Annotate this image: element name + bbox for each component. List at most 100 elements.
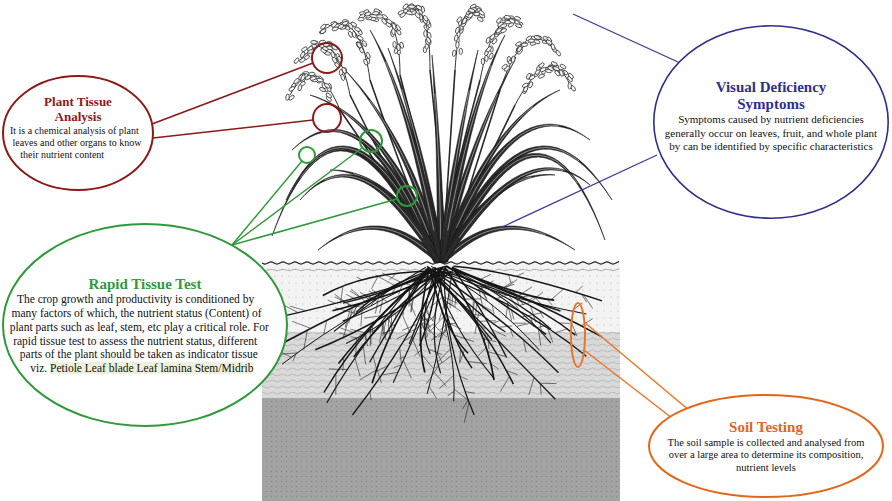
spacer: [2, 75, 154, 95]
rootlet: [516, 273, 524, 277]
rootlet: [468, 313, 481, 315]
rice-grain: [486, 46, 493, 53]
rootlet: [523, 340, 526, 353]
rice-grain: [555, 49, 561, 56]
rice-grain: [340, 74, 345, 81]
rootlet: [476, 304, 477, 316]
panicle-axis: [480, 21, 520, 80]
spacer: [2, 223, 288, 276]
rootlet: [394, 365, 402, 368]
root: [432, 268, 494, 379]
leader-line: [584, 350, 672, 418]
leader-line: [152, 63, 313, 124]
rootlet: [547, 299, 552, 305]
text-area: Plant Tissue AnalysisIt is a chemical an…: [2, 75, 154, 191]
rootlet: [509, 275, 511, 283]
rootlet: [439, 375, 453, 389]
rootlet: [513, 323, 526, 324]
rice-grain: [300, 74, 306, 81]
marker-circle: [313, 104, 341, 132]
rootlet: [511, 310, 514, 320]
root: [323, 272, 433, 296]
rice-grain: [310, 76, 317, 81]
panicle-axis: [300, 46, 350, 95]
leader-line: [232, 161, 302, 245]
rootlet: [540, 384, 542, 395]
rice-grain: [377, 15, 384, 19]
rootlet: [360, 370, 377, 380]
rice-grain: [495, 27, 502, 34]
root: [447, 266, 546, 334]
rice-grain: [311, 40, 318, 44]
rice-grain: [409, 5, 415, 8]
spacer: [653, 25, 889, 79]
rice-grain: [533, 39, 540, 44]
rootlet: [383, 323, 387, 340]
rootlet: [476, 302, 492, 311]
rootlet: [468, 361, 487, 363]
callout-ellipse: Soil TestingThe soil sample is collected…: [648, 394, 884, 498]
rice-grain: [514, 16, 521, 21]
rootlet: [376, 365, 388, 371]
rootlet: [478, 348, 486, 356]
ellipse-border: [3, 76, 153, 190]
soil-profile: [262, 261, 620, 501]
root-system: [276, 266, 602, 423]
rice-grain: [468, 8, 475, 13]
rice-grain: [297, 84, 302, 91]
panicle-axis: [360, 15, 400, 75]
rice-grain: [454, 35, 459, 42]
rice-grain: [301, 46, 308, 53]
rice-grain: [522, 82, 529, 88]
root: [327, 271, 425, 403]
rootlet: [408, 290, 410, 297]
rice-grain: [509, 56, 516, 63]
rootlet: [421, 321, 426, 338]
rootlet: [343, 320, 349, 339]
rootlet: [540, 311, 544, 318]
rootlet: [389, 274, 396, 281]
rice-grain: [348, 31, 354, 38]
rootlet: [428, 323, 430, 331]
panicle-axis: [515, 67, 570, 105]
rootlet: [555, 329, 568, 333]
rice-grain: [456, 42, 460, 49]
text-area: Rapid Tissue TestThe crop growth and pro…: [2, 223, 288, 427]
panicles: [285, 3, 576, 110]
rice-grain: [478, 10, 485, 16]
rootlet: [492, 305, 494, 314]
panicle-axis: [500, 39, 555, 90]
root: [444, 267, 474, 415]
rootlet: [492, 329, 506, 336]
rootlet: [399, 285, 403, 294]
root: [438, 268, 472, 368]
rootlet: [335, 374, 336, 395]
rice-grain: [358, 17, 365, 21]
leader-line: [153, 120, 313, 138]
callout-body-block: The soil sample is collected and analyse…: [648, 437, 884, 475]
rootlet: [431, 332, 442, 340]
rootlet: [403, 306, 404, 315]
rice-grain: [393, 41, 397, 48]
rootlet: [506, 302, 508, 318]
rice-grain: [288, 86, 295, 92]
rootlet: [428, 349, 442, 355]
rootlet: [343, 357, 344, 371]
rootlet: [409, 290, 411, 307]
rootlet: [559, 323, 570, 324]
rootlet: [460, 349, 461, 362]
rice-grain: [459, 48, 462, 54]
rice-grain: [511, 56, 515, 63]
rootlet: [399, 357, 405, 360]
rootlet: [448, 391, 454, 396]
rootlet: [483, 339, 496, 342]
root: [343, 267, 443, 321]
rootlet: [383, 320, 386, 336]
rice-grain: [422, 15, 428, 22]
rootlet: [403, 360, 411, 378]
rootlet: [464, 402, 469, 422]
rice-grain: [424, 30, 428, 37]
rootlet: [290, 306, 306, 311]
text-area: Visual Deficiency SymptomsSymptoms cause…: [653, 25, 889, 219]
